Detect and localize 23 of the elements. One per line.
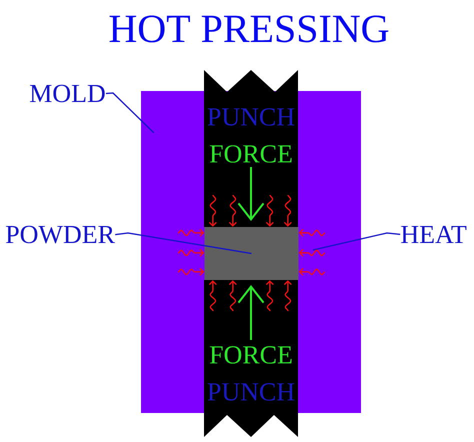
heat-arrow [178,268,204,276]
part-label: MOLD [30,84,105,102]
title: HOT PRESSING [110,16,388,42]
heat-arrow [284,194,292,227]
heat-arrow [178,228,204,237]
punch: PUNCH FORCE [204,70,298,227]
heat-arrow [228,280,237,312]
heat-arrow [298,228,326,237]
part-label: POWDER [6,226,115,244]
heat-arrow [228,194,237,227]
leader-line [106,92,154,134]
powder-block [204,227,298,280]
heat-arrow [284,280,292,312]
heat-arrow [266,280,274,312]
heat-arrow [208,280,217,312]
heat-arrow [298,248,326,257]
heat-arrow [208,194,217,227]
heat-arrow [266,194,274,227]
leader-line [312,232,400,251]
part-label: HEAT [401,226,466,243]
heat-arrow [298,268,326,276]
heat-arrow [178,248,204,257]
punch: FORCE PUNCH [204,280,298,437]
